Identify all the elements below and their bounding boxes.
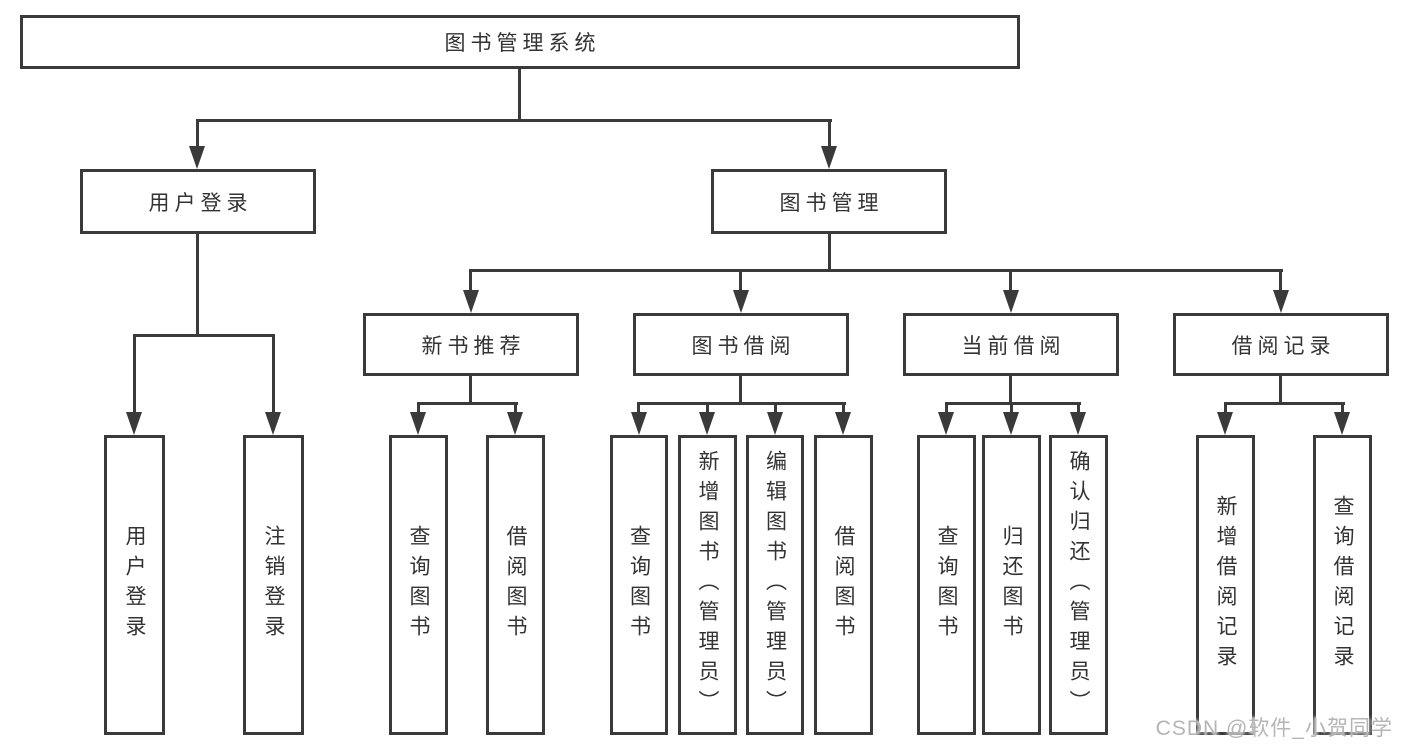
node-user-login-label: 用户登录 xyxy=(148,191,253,215)
node-book-borrow: 图书借阅 xyxy=(633,313,849,376)
leaf-current-query-books-label: 查询图书 xyxy=(935,525,958,645)
leaf-user-login-label: 用户登录 xyxy=(123,525,146,645)
edge-stem xyxy=(514,405,517,414)
arrow-down-icon xyxy=(410,412,426,435)
edge-stem xyxy=(842,405,845,414)
leaf-newrec-borrow-books-label: 借阅图书 xyxy=(504,525,527,645)
node-root-label: 图书管理系统 xyxy=(444,32,601,55)
arrow-down-icon xyxy=(189,146,205,169)
leaf-return-books-label: 归还图书 xyxy=(1000,525,1023,645)
arrow-down-icon xyxy=(1334,412,1350,435)
edge-stem xyxy=(417,405,420,414)
node-book-management: 图书管理 xyxy=(711,169,947,234)
arrow-down-icon xyxy=(699,412,715,435)
csdn-watermark: CSDN @软件_小贺同学 xyxy=(1155,717,1393,740)
leaf-add-books-admin-label: 新增图书（管理员） xyxy=(696,450,719,720)
leaf-borrow-query-books-label: 查询图书 xyxy=(627,525,651,645)
leaf-confirm-return-admin: 确认归还（管理员） xyxy=(1049,435,1108,735)
leaf-add-borrow-record-label: 新增借阅记录 xyxy=(1214,495,1237,675)
edge-borrow-records-crossbar xyxy=(1224,402,1345,405)
leaf-current-query-books: 查询图书 xyxy=(917,435,976,735)
arrow-down-icon xyxy=(733,290,749,313)
edge-to-new-book-rec-stem xyxy=(469,272,472,291)
node-current-borrow: 当前借阅 xyxy=(903,313,1119,376)
leaf-edit-books-admin-label: 编辑图书（管理员） xyxy=(763,450,787,720)
leaf-add-books-admin: 新增图书（管理员） xyxy=(678,435,737,735)
edge-user-login-trunk xyxy=(196,234,199,336)
node-borrow-records: 借阅记录 xyxy=(1173,313,1389,376)
edge-root-to-user-login-stem xyxy=(196,121,199,147)
leaf-query-borrow-record: 查询借阅记录 xyxy=(1313,435,1372,735)
leaf-newrec-query-books-label: 查询图书 xyxy=(407,525,430,645)
edge-to-borrow-records-stem xyxy=(1279,272,1282,291)
leaf-logout: 注销登录 xyxy=(243,435,304,735)
edge-borrow-records-trunk xyxy=(1279,376,1282,404)
node-book-management-label: 图书管理 xyxy=(779,191,884,215)
node-book-borrow-label: 图书借阅 xyxy=(691,334,796,358)
edge-user-login-crossbar xyxy=(133,334,275,337)
leaf-query-borrow-record-label: 查询借阅记录 xyxy=(1331,495,1354,675)
edge-new-book-rec-crossbar xyxy=(417,402,518,405)
edge-new-book-rec-trunk xyxy=(469,376,472,404)
arrow-down-icon xyxy=(507,412,523,435)
arrow-down-icon xyxy=(1070,412,1086,435)
arrow-down-icon xyxy=(767,412,783,435)
edge-user-login-to-leaf1-stem xyxy=(133,337,136,414)
leaf-return-books: 归还图书 xyxy=(982,435,1041,735)
leaf-borrow-books: 借阅图书 xyxy=(814,435,873,735)
leaf-user-login: 用户登录 xyxy=(104,435,165,735)
arrow-down-icon xyxy=(126,412,142,435)
edge-user-login-to-leaf2-stem xyxy=(272,337,275,414)
node-current-borrow-label: 当前借阅 xyxy=(961,334,1066,358)
arrow-down-icon xyxy=(1003,412,1019,435)
node-new-book-recommend-label: 新书推荐 xyxy=(421,334,526,358)
arrow-down-icon xyxy=(1273,290,1289,313)
edge-current-borrow-crossbar xyxy=(945,402,1081,405)
edge-root-to-book-mgmt-stem xyxy=(828,121,831,147)
arrow-down-icon xyxy=(821,146,837,169)
edge-to-book-borrow-stem xyxy=(739,272,742,291)
node-user-login: 用户登录 xyxy=(80,169,316,234)
edge-current-borrow-trunk xyxy=(1009,376,1012,404)
edge-stem xyxy=(945,405,948,414)
leaf-confirm-return-admin-label: 确认归还（管理员） xyxy=(1067,450,1090,720)
leaf-add-borrow-record: 新增借阅记录 xyxy=(1196,435,1255,735)
edge-stem xyxy=(1010,405,1013,414)
edge-to-current-borrow-stem xyxy=(1009,272,1012,291)
edge-book-mgmt-trunk xyxy=(828,234,831,271)
leaf-borrow-query-books: 查询图书 xyxy=(610,435,668,735)
edge-stem xyxy=(1077,405,1080,414)
arrow-down-icon xyxy=(1217,412,1233,435)
arrow-down-icon xyxy=(1003,290,1019,313)
edge-root-crossbar xyxy=(196,119,832,122)
edge-stem xyxy=(1341,405,1344,414)
edge-root-trunk xyxy=(518,69,521,121)
leaf-newrec-query-books: 查询图书 xyxy=(389,435,448,735)
arrow-down-icon xyxy=(265,412,281,435)
edge-stem xyxy=(706,405,709,414)
arrow-down-icon xyxy=(938,412,954,435)
leaf-edit-books-admin: 编辑图书（管理员） xyxy=(746,435,804,735)
leaf-newrec-borrow-books: 借阅图书 xyxy=(486,435,545,735)
edge-stem xyxy=(637,405,640,414)
edge-book-borrow-trunk xyxy=(739,376,742,404)
node-new-book-recommend: 新书推荐 xyxy=(363,313,579,376)
arrow-down-icon xyxy=(835,412,851,435)
edge-book-borrow-crossbar xyxy=(637,402,846,405)
edge-book-mgmt-crossbar xyxy=(469,269,1283,272)
node-borrow-records-label: 借阅记录 xyxy=(1231,334,1336,358)
edge-stem xyxy=(1224,405,1227,414)
edge-stem xyxy=(774,405,777,414)
leaf-borrow-books-label: 借阅图书 xyxy=(832,525,855,645)
arrow-down-icon xyxy=(463,290,479,313)
leaf-logout-label: 注销登录 xyxy=(262,525,285,645)
arrow-down-icon xyxy=(631,412,647,435)
node-root: 图书管理系统 xyxy=(20,15,1020,69)
